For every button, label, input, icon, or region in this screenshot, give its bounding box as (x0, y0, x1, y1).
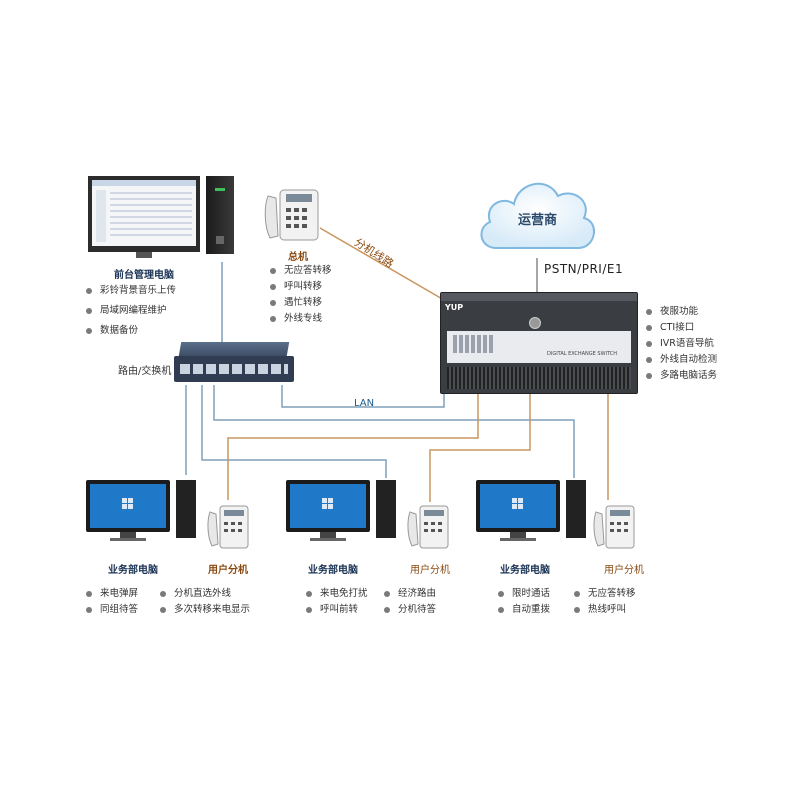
station-3-features-right: 无应答转移 热线呼叫 (574, 586, 636, 618)
pbx-switch: YUP DIGITAL EXCHANGE SWITCH (440, 292, 638, 394)
station-3-pc-label: 业务部电脑 (500, 565, 550, 576)
front-desk-feature: 数据备份 (86, 323, 176, 339)
pbx-feature: 外线自动检测 (646, 352, 717, 368)
station-feature: 热线呼叫 (574, 602, 636, 618)
station-1-features-left: 来电弹屏 同组待答 (86, 586, 138, 618)
pbx-panel-text: DIGITAL EXCHANGE SWITCH (547, 351, 617, 357)
station-1-features-right: 分机直选外线 多次转移来电显示 (160, 586, 250, 618)
main-phone-feature: 呼叫转移 (270, 279, 332, 295)
main-phone-features: 无应答转移 呼叫转移 遇忙转移 外线专线 (270, 263, 332, 327)
lan-lines (185, 262, 575, 478)
trunk-label: PSTN/PRI/E1 (544, 262, 624, 276)
station-1-phone-icon (207, 505, 249, 549)
lan-router-to-pc3 (213, 385, 575, 478)
windows-logo-icon (216, 236, 224, 244)
station-2-phone-label: 用户分机 (410, 565, 450, 576)
lan-router-to-pbx (281, 385, 445, 408)
main-phone-feature: 外线专线 (270, 311, 332, 327)
cloud-label: 运营商 (518, 213, 558, 228)
pbx-feature: IVR语音导航 (646, 336, 717, 352)
station-feature: 分机待答 (384, 602, 436, 618)
router-label: 路由/交换机 (118, 366, 172, 377)
station-1-phone-label: 用户分机 (208, 565, 248, 576)
station-feature: 呼叫前转 (306, 602, 368, 618)
cloud-icon (480, 182, 595, 249)
main-phone-icon (264, 189, 319, 241)
phone-lines (227, 227, 609, 502)
station-3-phone-icon (593, 505, 635, 549)
station-feature: 自动重拨 (498, 602, 550, 618)
station-feature: 来电弹屏 (86, 586, 138, 602)
pbx-lock-icon (529, 317, 541, 329)
main-phone-feature: 无应答转移 (270, 263, 332, 279)
station-1-monitor (86, 480, 170, 548)
lan-label: LAN (354, 398, 375, 409)
station-2-features-left: 来电免打扰 呼叫前转 (306, 586, 368, 618)
main-phone-title: 总机 (288, 252, 308, 263)
station-feature: 来电免打扰 (306, 586, 368, 602)
station-2-features-right: 经济路由 分机待答 (384, 586, 436, 618)
pbx-features: 夜服功能 CTI接口 IVR语音导航 外线自动检测 多路电脑话务 (646, 304, 717, 384)
front-desk-monitor (88, 176, 200, 264)
router-ports-icon (180, 364, 288, 374)
station-feature: 多次转移来电显示 (160, 602, 250, 618)
pbx-feature: CTI接口 (646, 320, 717, 336)
front-desk-tower (206, 176, 234, 254)
line-pbx-to-phone2 (429, 392, 531, 502)
main-phone-feature: 遇忙转移 (270, 295, 332, 311)
station-3-phone-label: 用户分机 (604, 565, 644, 576)
station-feature: 分机直选外线 (160, 586, 250, 602)
front-desk-features: 彩铃背景音乐上传 局域网编程维护 数据备份 (86, 283, 176, 339)
station-feature: 限时通话 (498, 586, 550, 602)
station-1-pc-label: 业务部电脑 (108, 565, 158, 576)
pbx-feature: 夜服功能 (646, 304, 717, 320)
station-3-monitor (476, 480, 560, 548)
front-desk-feature: 局域网编程维护 (86, 303, 176, 319)
station-2-tower (376, 480, 396, 538)
station-feature: 同组待答 (86, 602, 138, 618)
pbx-brand: YUP (445, 303, 464, 312)
station-3-tower (566, 480, 586, 538)
lan-router-to-pc2 (201, 385, 387, 478)
line-pbx-to-phone1 (227, 392, 479, 500)
pbx-feature: 多路电脑话务 (646, 368, 717, 384)
station-2-monitor (286, 480, 370, 548)
station-2-pc-label: 业务部电脑 (308, 565, 358, 576)
station-1-tower (176, 480, 196, 538)
router-switch (174, 342, 294, 384)
line-main-phone-to-pbx (319, 227, 445, 301)
station-feature: 无应答转移 (574, 586, 636, 602)
front-desk-title: 前台管理电脑 (114, 270, 174, 281)
pbx-port-grid (453, 335, 493, 353)
station-feature: 经济路由 (384, 586, 436, 602)
pbx-vent (447, 367, 631, 389)
station-2-phone-icon (407, 505, 449, 549)
tower-led-icon (215, 188, 225, 191)
front-desk-feature: 彩铃背景音乐上传 (86, 283, 176, 299)
station-3-features-left: 限时通话 自动重拨 (498, 586, 550, 618)
